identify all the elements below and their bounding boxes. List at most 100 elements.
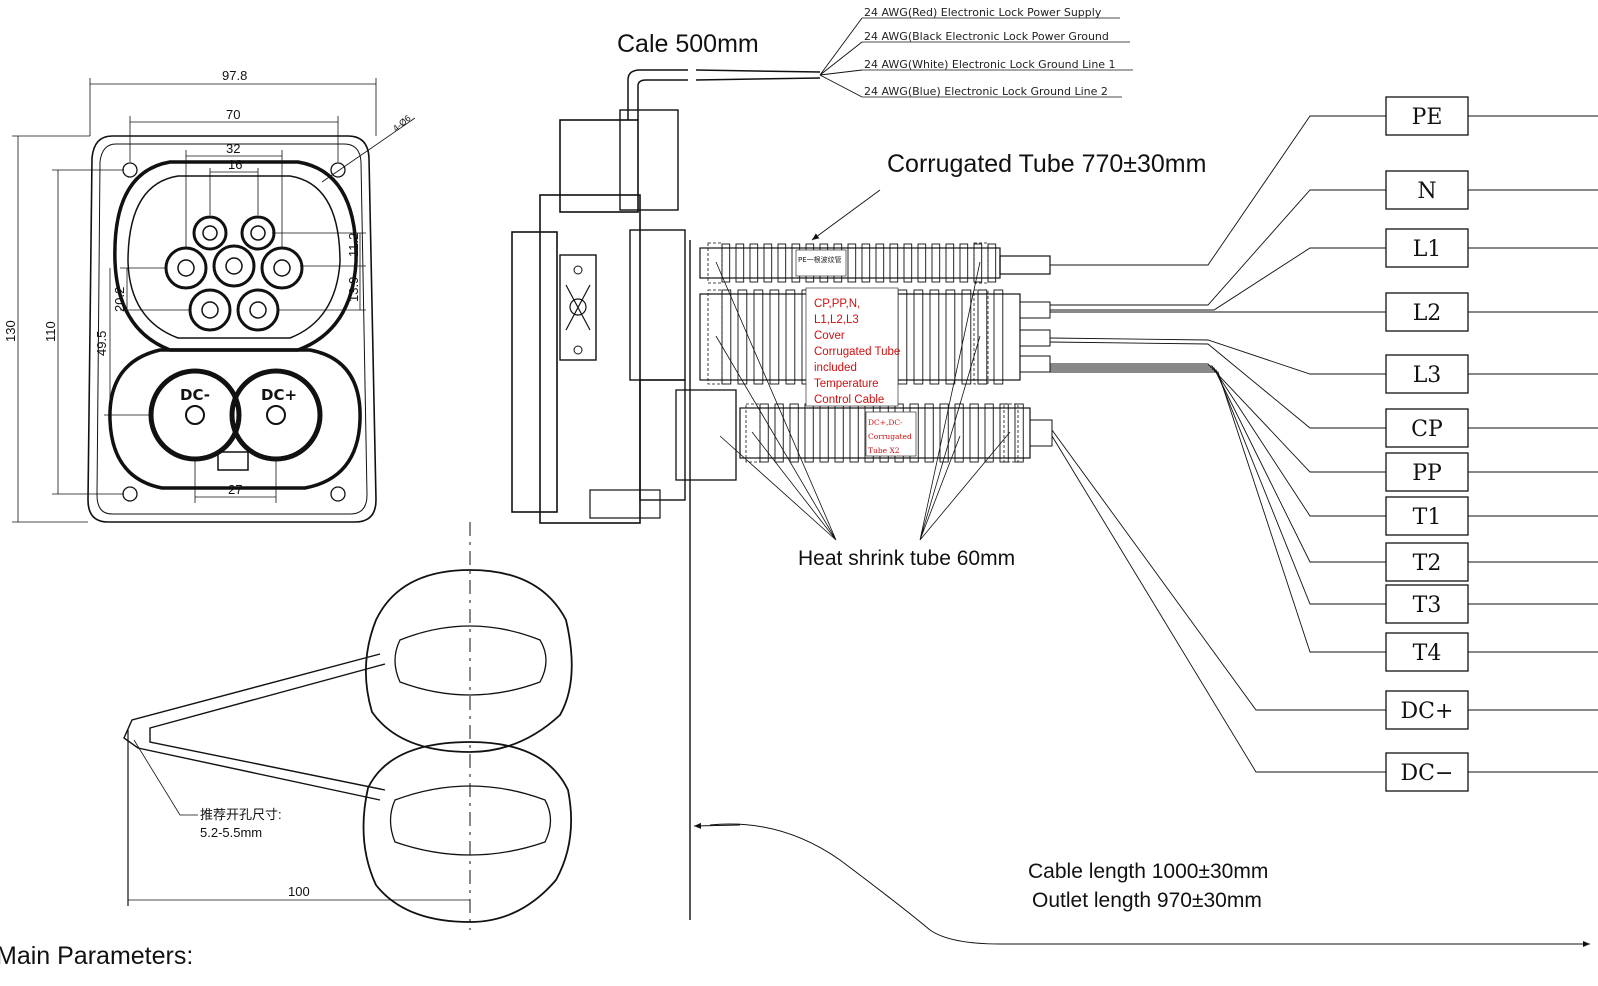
svg-text:Control Cable: Control Cable (814, 394, 884, 406)
terminal-box-1 (1385, 170, 1469, 210)
terminal-label: PP (1412, 461, 1442, 486)
corrugation-rib (735, 243, 745, 283)
terminal-box-8 (1385, 542, 1469, 582)
hole-note-size: 5.2-5.5mm (200, 825, 262, 840)
dc-plus-label: DC+ (261, 386, 297, 404)
corrugation-rib (929, 289, 940, 385)
corrugation-rib (993, 289, 1004, 385)
corrugation-rib (819, 403, 829, 463)
dc-minus-socket (148, 368, 242, 462)
dim-width-total: 97.8 (222, 68, 247, 83)
terminal-label: L3 (1413, 363, 1442, 388)
svg-text:L1,L2,L3: L1,L2,L3 (814, 314, 859, 326)
corrugation-rib (861, 243, 871, 283)
terminal-label: T2 (1413, 551, 1442, 576)
corrugation-rib (721, 289, 732, 385)
corrugation-rib (785, 289, 796, 385)
terminal-box-12 (1385, 752, 1469, 792)
corrugation-rib (973, 243, 983, 283)
corrugation-rib (777, 243, 787, 283)
terminal-box-4 (1385, 354, 1469, 394)
corrugation-rib (945, 243, 955, 283)
wire-routing (1049, 115, 1386, 773)
corrugated-tube-label: Corrugated Tube 770±30mm (887, 150, 1206, 178)
corrugation-rib (849, 403, 859, 463)
corrugation-rib (749, 243, 759, 283)
terminal-label: L2 (1413, 301, 1442, 326)
side-view (511, 17, 1133, 920)
dc-minus-label: DC- (180, 386, 210, 404)
dust-caps: 100 推荐开孔尺寸: 5.2-5.5mm (123, 522, 573, 930)
terminal-box-10 (1385, 632, 1469, 672)
front-dimensions (12, 78, 416, 523)
terminal-label: T1 (1413, 505, 1442, 530)
corrugation-rib (931, 243, 941, 283)
terminal-box-3 (1385, 292, 1469, 332)
mounting-hole-tl (122, 162, 138, 178)
terminal-label: DC+ (1401, 699, 1454, 724)
svg-text:Temperature: Temperature (814, 378, 879, 390)
dim-cap-span: 100 (288, 884, 310, 899)
svg-text:Cover: Cover (814, 330, 845, 342)
corrugation-rib (903, 243, 913, 283)
dim-height-total: 130 (3, 320, 18, 342)
wire-label-black: 24 AWG(Black Electronic Lock Power Groun… (864, 30, 1109, 43)
dim-pin-49-5: 49.5 (94, 331, 109, 356)
svg-text:CP,PP,N,: CP,PP,N, (814, 298, 860, 310)
corrugation-rib (753, 289, 764, 385)
outlet-length-label: Outlet length 970±30mm (1032, 889, 1262, 912)
wire-label-blue: 24 AWG(Blue) Electronic Lock Ground Line… (864, 85, 1108, 98)
corrugation-rib (1014, 403, 1024, 463)
heat-shrink-label: Heat shrink tube 60mm (798, 547, 1015, 570)
corrugation-rib (954, 403, 964, 463)
cover-tube-label: CP,PP,N, L1,L2,L3 Cover Corrugated Tube … (814, 298, 900, 406)
terminal-label: T4 (1413, 641, 1442, 666)
terminal-label: CP (1411, 417, 1443, 442)
corrugation-rib (847, 243, 857, 283)
corrugation-rib (763, 243, 773, 283)
dim-pin-32: 32 (226, 141, 240, 156)
corrugation-rib (769, 289, 780, 385)
dim-hole-spec: 4-Ø6 (391, 113, 413, 134)
corrugation-rib (875, 243, 885, 283)
dim-pin-20-2: 20.2 (112, 287, 127, 312)
svg-text:Corrugated: Corrugated (868, 432, 912, 441)
terminal-box-7 (1385, 496, 1469, 536)
cale-label: Cale 500mm (617, 30, 759, 58)
corrugation-rib (945, 289, 956, 385)
dc-plus-socket (229, 368, 323, 462)
corrugation-rib (889, 243, 899, 283)
corrugation-rib (737, 289, 748, 385)
terminal-label: N (1417, 179, 1436, 204)
corrugation-rib (984, 403, 994, 463)
dim-height-holes: 110 (43, 321, 58, 342)
corrugation-rib (789, 403, 799, 463)
terminal-box-11 (1385, 690, 1469, 730)
svg-text:Corrugated Tube: Corrugated Tube (814, 346, 900, 358)
terminal-label: T3 (1413, 593, 1442, 618)
dim-pin-13-9: 13.9 (346, 277, 361, 302)
main-parameters-heading: Main Parameters: (0, 942, 193, 970)
corrugation-rib (987, 243, 997, 283)
wire-label-white: 24 AWG(White) Electronic Lock Ground Lin… (864, 58, 1116, 71)
mounting-hole-br (330, 486, 346, 502)
dim-pin-11-2: 11.2 (346, 233, 361, 257)
front-view: DC- DC+ 97.8 70 32 16 27 11.2 13.9 20.2 … (3, 68, 416, 523)
dim-pin-16: 16 (228, 157, 242, 172)
corrugated-tubes: PE一根波纹管 CP,PP,N, L1,L2,L3 Cover Corrugat… (699, 189, 1053, 541)
terminal-label: PE (1412, 105, 1443, 130)
mounting-hole-bl (122, 486, 138, 502)
corrugation-rib (961, 289, 972, 385)
corrugation-rib (977, 289, 988, 385)
corrugation-rib (924, 403, 934, 463)
svg-text:included: included (814, 362, 857, 374)
terminal-label: L1 (1413, 237, 1442, 262)
dim-dc-span: 27 (228, 482, 242, 497)
dim-width-holes: 70 (226, 107, 240, 122)
pe-tube-label: PE一根波纹管 (798, 255, 842, 264)
wire-label-red: 24 AWG(Red) Electronic Lock Power Supply (864, 6, 1102, 19)
cable-length-label: Cable length 1000±30mm (1028, 860, 1268, 883)
corrugation-rib (969, 403, 979, 463)
